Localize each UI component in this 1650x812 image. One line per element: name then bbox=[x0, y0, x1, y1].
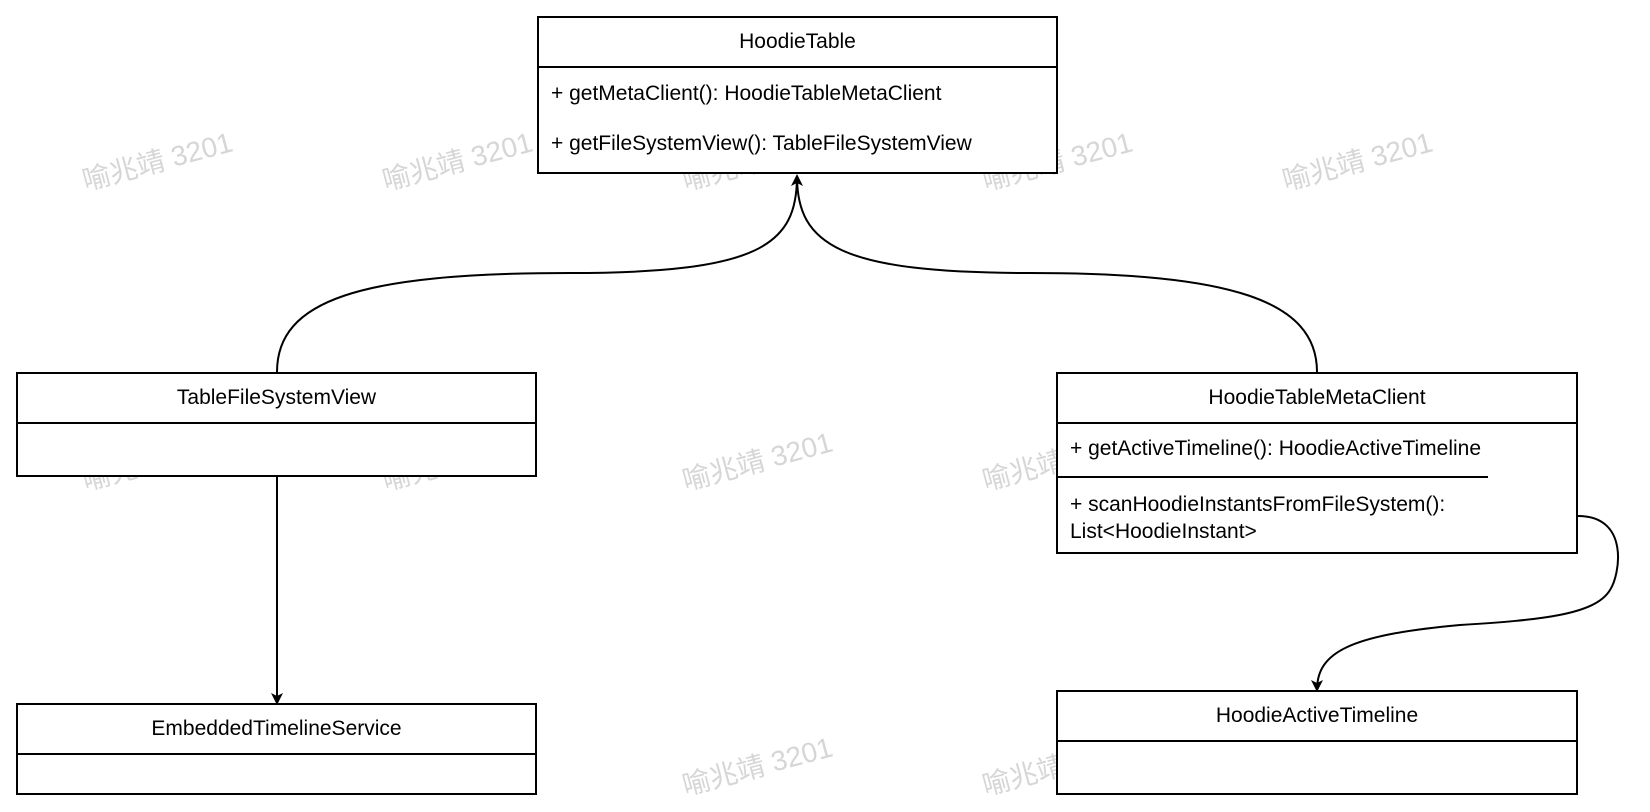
class-title: TableFileSystemView bbox=[18, 374, 535, 424]
class-title: EmbeddedTimelineService bbox=[18, 705, 535, 755]
connector-tablefilesystemview-to-hoodietable bbox=[276, 174, 803, 373]
connector-metaclient-to-activetimeline bbox=[1311, 515, 1620, 692]
class-hoodie-active-timeline: HoodieActiveTimeline bbox=[1056, 690, 1578, 795]
class-title: HoodieTableMetaClient bbox=[1058, 374, 1576, 424]
class-title: HoodieActiveTimeline bbox=[1058, 692, 1576, 742]
class-hoodie-table-meta-client: HoodieTableMetaClient + getActiveTimelin… bbox=[1056, 372, 1578, 554]
connector-metaclient-to-hoodietable bbox=[796, 175, 1318, 373]
class-title: HoodieTable bbox=[539, 18, 1056, 68]
class-hoodie-table: HoodieTable + getMetaClient(): HoodieTab… bbox=[537, 16, 1058, 174]
class-table-file-system-view: TableFileSystemView bbox=[16, 372, 537, 477]
method-get-meta-client: + getMetaClient(): HoodieTableMetaClient bbox=[551, 82, 942, 105]
class-embedded-timeline-service: EmbeddedTimelineService bbox=[16, 703, 537, 795]
method-get-active-timeline: + getActiveTimeline(): HoodieActiveTimel… bbox=[1070, 437, 1482, 460]
method-scan-hoodie-instants: + scanHoodieInstantsFromFileSystem(): Li… bbox=[1058, 476, 1488, 545]
method-get-file-system-view: + getFileSystemView(): TableFileSystemVi… bbox=[551, 132, 972, 155]
